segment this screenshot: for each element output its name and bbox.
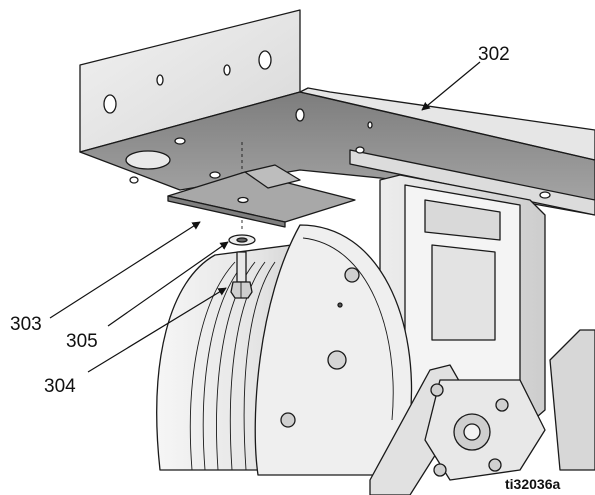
wall-hole-right bbox=[258, 50, 272, 70]
washer bbox=[228, 234, 256, 246]
spacer-plate bbox=[167, 164, 356, 228]
leader-302 bbox=[421, 61, 481, 111]
figure-id: ti32036a bbox=[505, 476, 560, 492]
leader-lines bbox=[49, 61, 481, 373]
callout-305: 305 bbox=[66, 331, 98, 352]
callout-302: 302 bbox=[478, 44, 510, 65]
drum-bolt-upper bbox=[344, 267, 360, 283]
leader-303 bbox=[49, 221, 201, 319]
drum-bolt-middle bbox=[327, 350, 347, 370]
callout-304: 304 bbox=[44, 376, 76, 397]
wall-hole-left bbox=[103, 94, 117, 114]
bolt bbox=[230, 251, 253, 299]
hose-drum bbox=[156, 224, 413, 476]
deck-hole-large bbox=[125, 150, 171, 170]
callout-303: 303 bbox=[10, 314, 42, 335]
crank-hub bbox=[369, 329, 595, 495]
leader-305 bbox=[107, 241, 229, 327]
drum-bolt-lower bbox=[280, 412, 296, 428]
leader-304 bbox=[87, 287, 227, 373]
